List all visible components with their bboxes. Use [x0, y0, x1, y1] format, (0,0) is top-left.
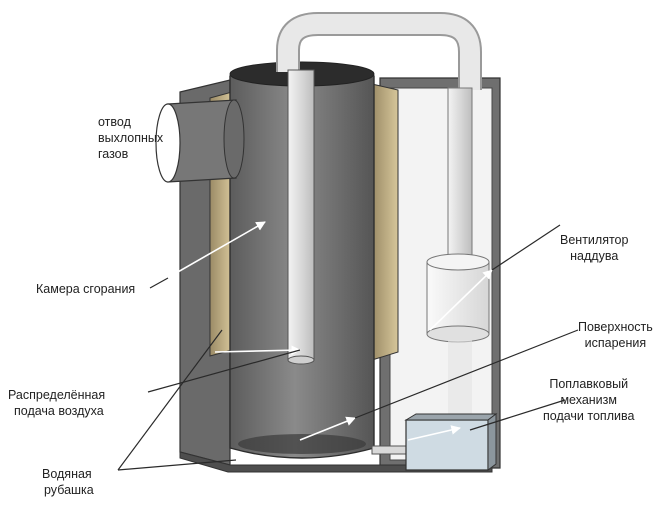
float-mechanism [371, 413, 498, 471]
label-air-supply: Распределённая подача воздуха [8, 388, 106, 418]
air-pipe [276, 12, 482, 365]
label-float-mechanism: Поплавковый механизм подачи топлива [543, 377, 635, 423]
leader-lines [117, 224, 579, 471]
fan-unit [426, 253, 490, 440]
label-fan: Вентилятор наддува [560, 233, 629, 263]
label-evaporation-surface: Поверхность испарения [578, 320, 653, 350]
label-water-jacket: Водяная рубашка [42, 467, 94, 497]
label-exhaust: отвод выхлопных газов [98, 115, 164, 161]
label-combustion-chamber: Камера сгорания [36, 282, 136, 296]
exhaust-pipe [155, 99, 245, 183]
internal-arrows [149, 221, 493, 441]
